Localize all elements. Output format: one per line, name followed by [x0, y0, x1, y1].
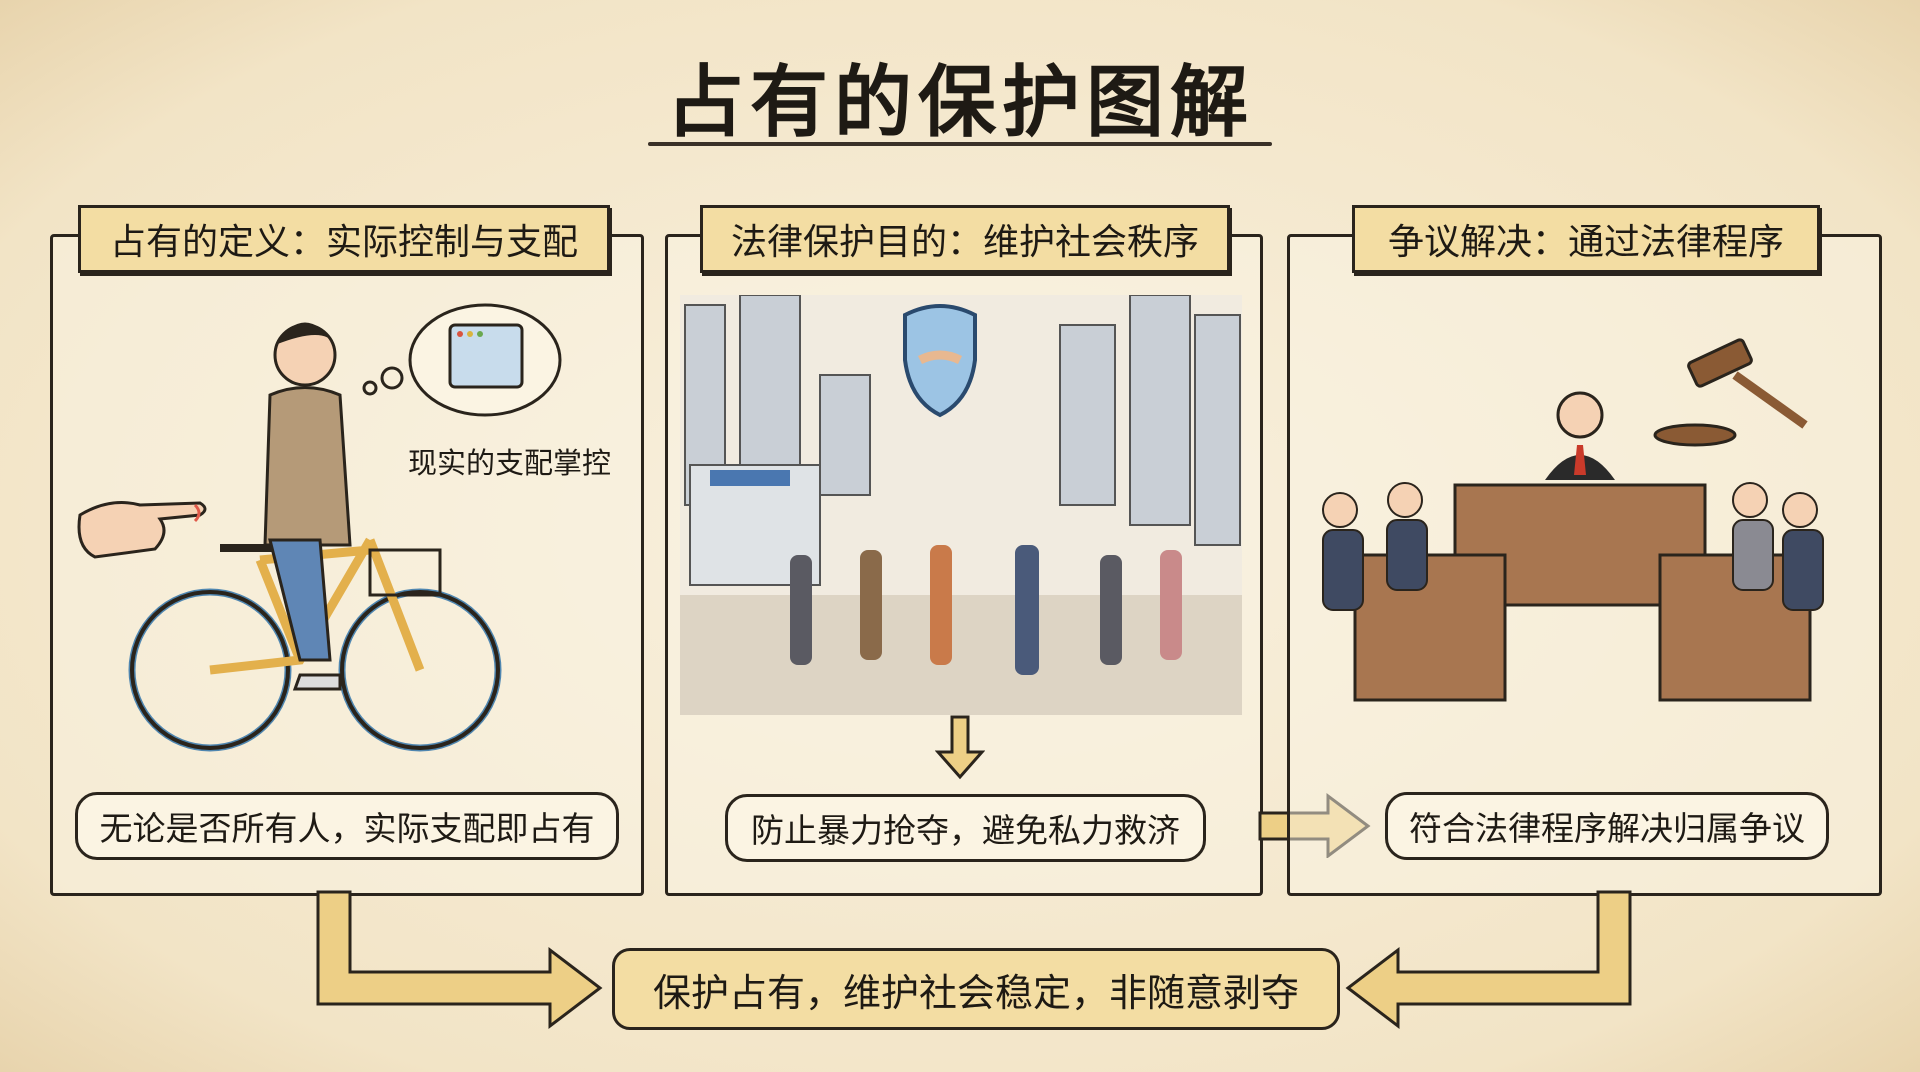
panel-3-header: 争议解决：通过法律程序 — [1352, 205, 1820, 273]
lawyers — [1322, 482, 1824, 611]
title-underline — [648, 142, 1272, 146]
conclusion-box: 保护占有，维护社会稳定，非随意剥夺 — [612, 948, 1340, 1030]
judge-icon — [1545, 391, 1615, 480]
left-flow-arrow-icon — [316, 890, 603, 1030]
left-table — [1353, 553, 1507, 702]
buildings — [684, 295, 1241, 546]
thought-bubble-icon — [362, 303, 562, 417]
page-title: 占有的保护图解 — [665, 58, 1254, 148]
cyclist-illustration — [77, 303, 562, 752]
pedestrians — [790, 545, 1182, 675]
panel-1-header: 占有的定义：实际控制与支配 — [78, 205, 610, 273]
panel-3-caption-box: 符合法律程序解决归属争议 — [1385, 792, 1829, 860]
city-crowd-illustration — [680, 295, 1242, 715]
panel-2-caption-box: 防止暴力抢夺，避免私力救济 — [725, 794, 1206, 862]
down-arrow-icon — [935, 715, 985, 780]
pointing-hand-icon — [77, 501, 207, 559]
shield-handshake-icon — [903, 304, 977, 418]
panel-2-header: 法律保护目的：维护社会秩序 — [700, 205, 1230, 273]
person-icon — [263, 322, 352, 691]
panel-1-speech-bubble: 无论是否所有人，实际支配即占有 — [75, 792, 619, 860]
gavel-icon — [1653, 338, 1808, 447]
right-flow-arrow-icon — [1345, 890, 1632, 1030]
courtroom-illustration — [1322, 338, 1824, 702]
thought-caption: 现实的支配掌控 — [408, 446, 612, 480]
